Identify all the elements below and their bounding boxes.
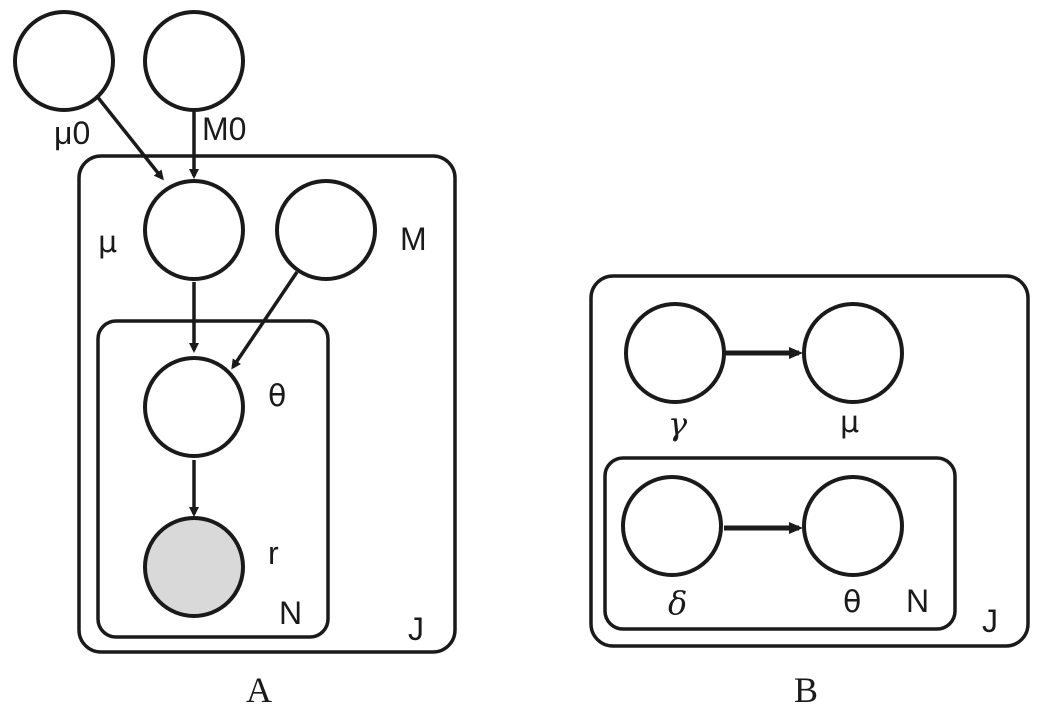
node-mu-b: [802, 302, 904, 404]
panel-caption-a: A: [246, 670, 272, 710]
node-theta-b: [802, 475, 904, 577]
label-gamma: γ: [668, 405, 688, 443]
plate-label-n-a: N: [279, 595, 302, 631]
panel-b: γ μ δ θ N J B: [589, 274, 1030, 710]
label-mu0: μ0: [54, 115, 90, 151]
label-theta-b: θ: [843, 585, 861, 620]
label-mu-b: μ: [840, 405, 859, 440]
node-mu-a: [143, 179, 245, 281]
plate-j-a: [77, 154, 457, 654]
node-m: [275, 179, 377, 281]
node-r: [143, 516, 245, 618]
plate-label-j-a: J: [408, 611, 424, 647]
node-theta-a: [143, 356, 245, 458]
edge-m-to-theta: [231, 271, 299, 370]
edge-mu0-to-mu: [94, 93, 164, 181]
label-theta-a: θ: [268, 379, 286, 414]
node-mu0: [13, 10, 115, 112]
label-m: M: [400, 221, 427, 257]
label-m0: M0: [202, 111, 246, 147]
plate-label-n-b: N: [906, 583, 929, 619]
plate-label-j-b: J: [982, 603, 998, 639]
label-mu-a: μ: [98, 225, 117, 260]
node-m0: [143, 10, 245, 112]
panel-a: μ0 M0 μ M θ r N J A: [13, 10, 457, 710]
plate-n-a: [96, 319, 330, 639]
panel-caption-b: B: [794, 670, 818, 710]
node-gamma: [624, 302, 726, 404]
plate-j-b: [589, 274, 1030, 648]
label-r: r: [268, 535, 279, 571]
plate-n-b: [603, 456, 957, 631]
label-delta: δ: [668, 584, 687, 622]
node-delta: [621, 475, 723, 577]
